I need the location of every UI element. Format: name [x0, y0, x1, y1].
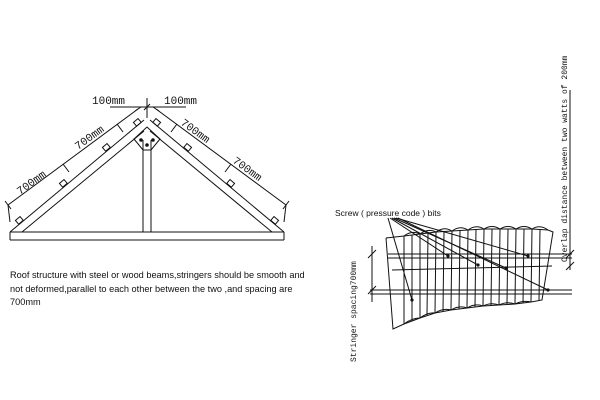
stringer-spacing-dimension — [367, 246, 377, 302]
screws — [410, 254, 550, 302]
left-rafter — [9, 119, 145, 233]
right-dim-upper: 700mm — [178, 118, 212, 147]
screw-label: Screw ( pressure code ) bits — [335, 208, 441, 218]
screw-bit — [526, 254, 530, 258]
screw-bit — [446, 254, 450, 258]
tile-detail — [367, 90, 575, 330]
stringer-spacing-label: Stringer spacing700mm — [350, 261, 359, 362]
right-rafter — [149, 119, 285, 233]
right-dimension-line — [152, 106, 290, 223]
right-stringers — [152, 117, 280, 225]
ridge-dim-left: 100mm — [92, 96, 125, 108]
overlap-label: Overlap distance between two watts of 20… — [561, 55, 570, 262]
screw-bit — [504, 266, 508, 270]
screw-bit — [546, 288, 550, 292]
ridge-dim-right: 100mm — [164, 96, 197, 108]
left-dim-lower: 700mm — [15, 169, 49, 198]
left-stringers — [14, 117, 142, 225]
roof-truss — [4, 98, 290, 241]
roof-caption: Roof structure with steel or wood beams,… — [10, 270, 305, 307]
screw-bit — [410, 298, 414, 302]
left-dim-upper: 700mm — [73, 124, 107, 153]
screw-leaders — [387, 217, 549, 301]
left-dimension-line — [4, 106, 142, 223]
overlap-line — [391, 265, 553, 271]
overlap-dimension — [565, 90, 575, 271]
ridge-dimension-line — [110, 98, 186, 118]
ridge-gusset — [133, 126, 161, 151]
screw-bit — [476, 263, 480, 267]
tile-sheet — [385, 228, 554, 330]
right-dim-lower: 700mm — [230, 156, 264, 185]
